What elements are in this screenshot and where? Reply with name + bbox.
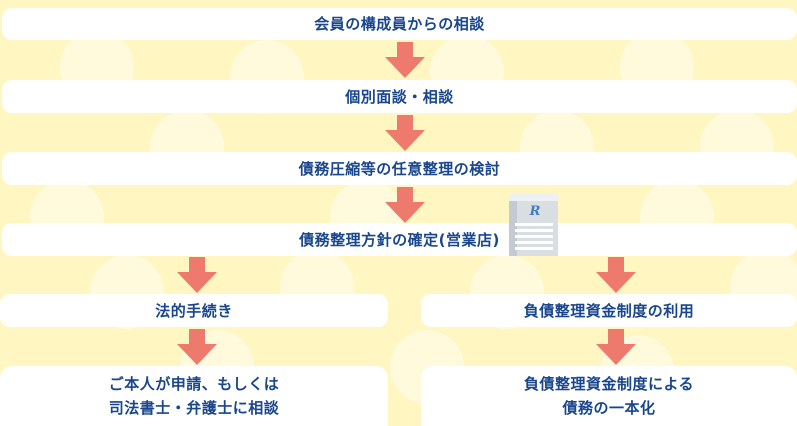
flow-step-legal-procedure: 法的手続き — [0, 294, 388, 327]
flow-step-debt-reduction-review: 債務圧縮等の任意整理の検討 — [2, 152, 797, 185]
flow-step-label-line1: ご本人が申請、もしくは — [108, 375, 280, 393]
down-arrow-icon — [385, 42, 425, 78]
down-arrow-icon-left-branch — [177, 329, 217, 365]
bank-building-icon: R — [509, 193, 558, 256]
flow-step-policy-decision: 債務整理方針の確定(営業店) — [2, 223, 797, 256]
flow-step-self-application-or-lawyer: ご本人が申請、もしくは 司法書士・弁護士に相談 — [0, 366, 388, 426]
flow-step-debt-unification: 負債整理資金制度による 債務の一本化 — [421, 366, 797, 426]
flow-step-consultation-request: 会員の構成員からの相談 — [2, 8, 797, 40]
down-arrow-icon-left-branch — [177, 257, 217, 293]
down-arrow-icon-right-branch — [596, 329, 636, 365]
flow-step-label: 負債整理資金制度の利用 — [523, 301, 695, 320]
flow-step-label: 法的手続き — [155, 301, 233, 320]
flow-step-label: 個別面談・相談 — [345, 87, 454, 106]
flow-step-label-line1: 負債整理資金制度による — [523, 375, 695, 393]
flow-step-label: 債務圧縮等の任意整理の検討 — [298, 159, 501, 178]
down-arrow-icon — [385, 115, 425, 151]
flow-step-label: 債務整理方針の確定(営業店) — [299, 230, 500, 249]
down-arrow-icon — [385, 187, 425, 223]
flow-step-label-line2: 債務の一本化 — [562, 399, 656, 417]
flow-step-individual-interview: 個別面談・相談 — [2, 80, 797, 113]
flow-step-debt-consolidation-fund: 負債整理資金制度の利用 — [421, 294, 797, 327]
down-arrow-icon-right-branch — [596, 257, 636, 293]
flow-step-label-line2: 司法書士・弁護士に相談 — [108, 399, 280, 417]
building-logo: R — [529, 204, 541, 219]
flow-step-label: 会員の構成員からの相談 — [314, 15, 485, 33]
